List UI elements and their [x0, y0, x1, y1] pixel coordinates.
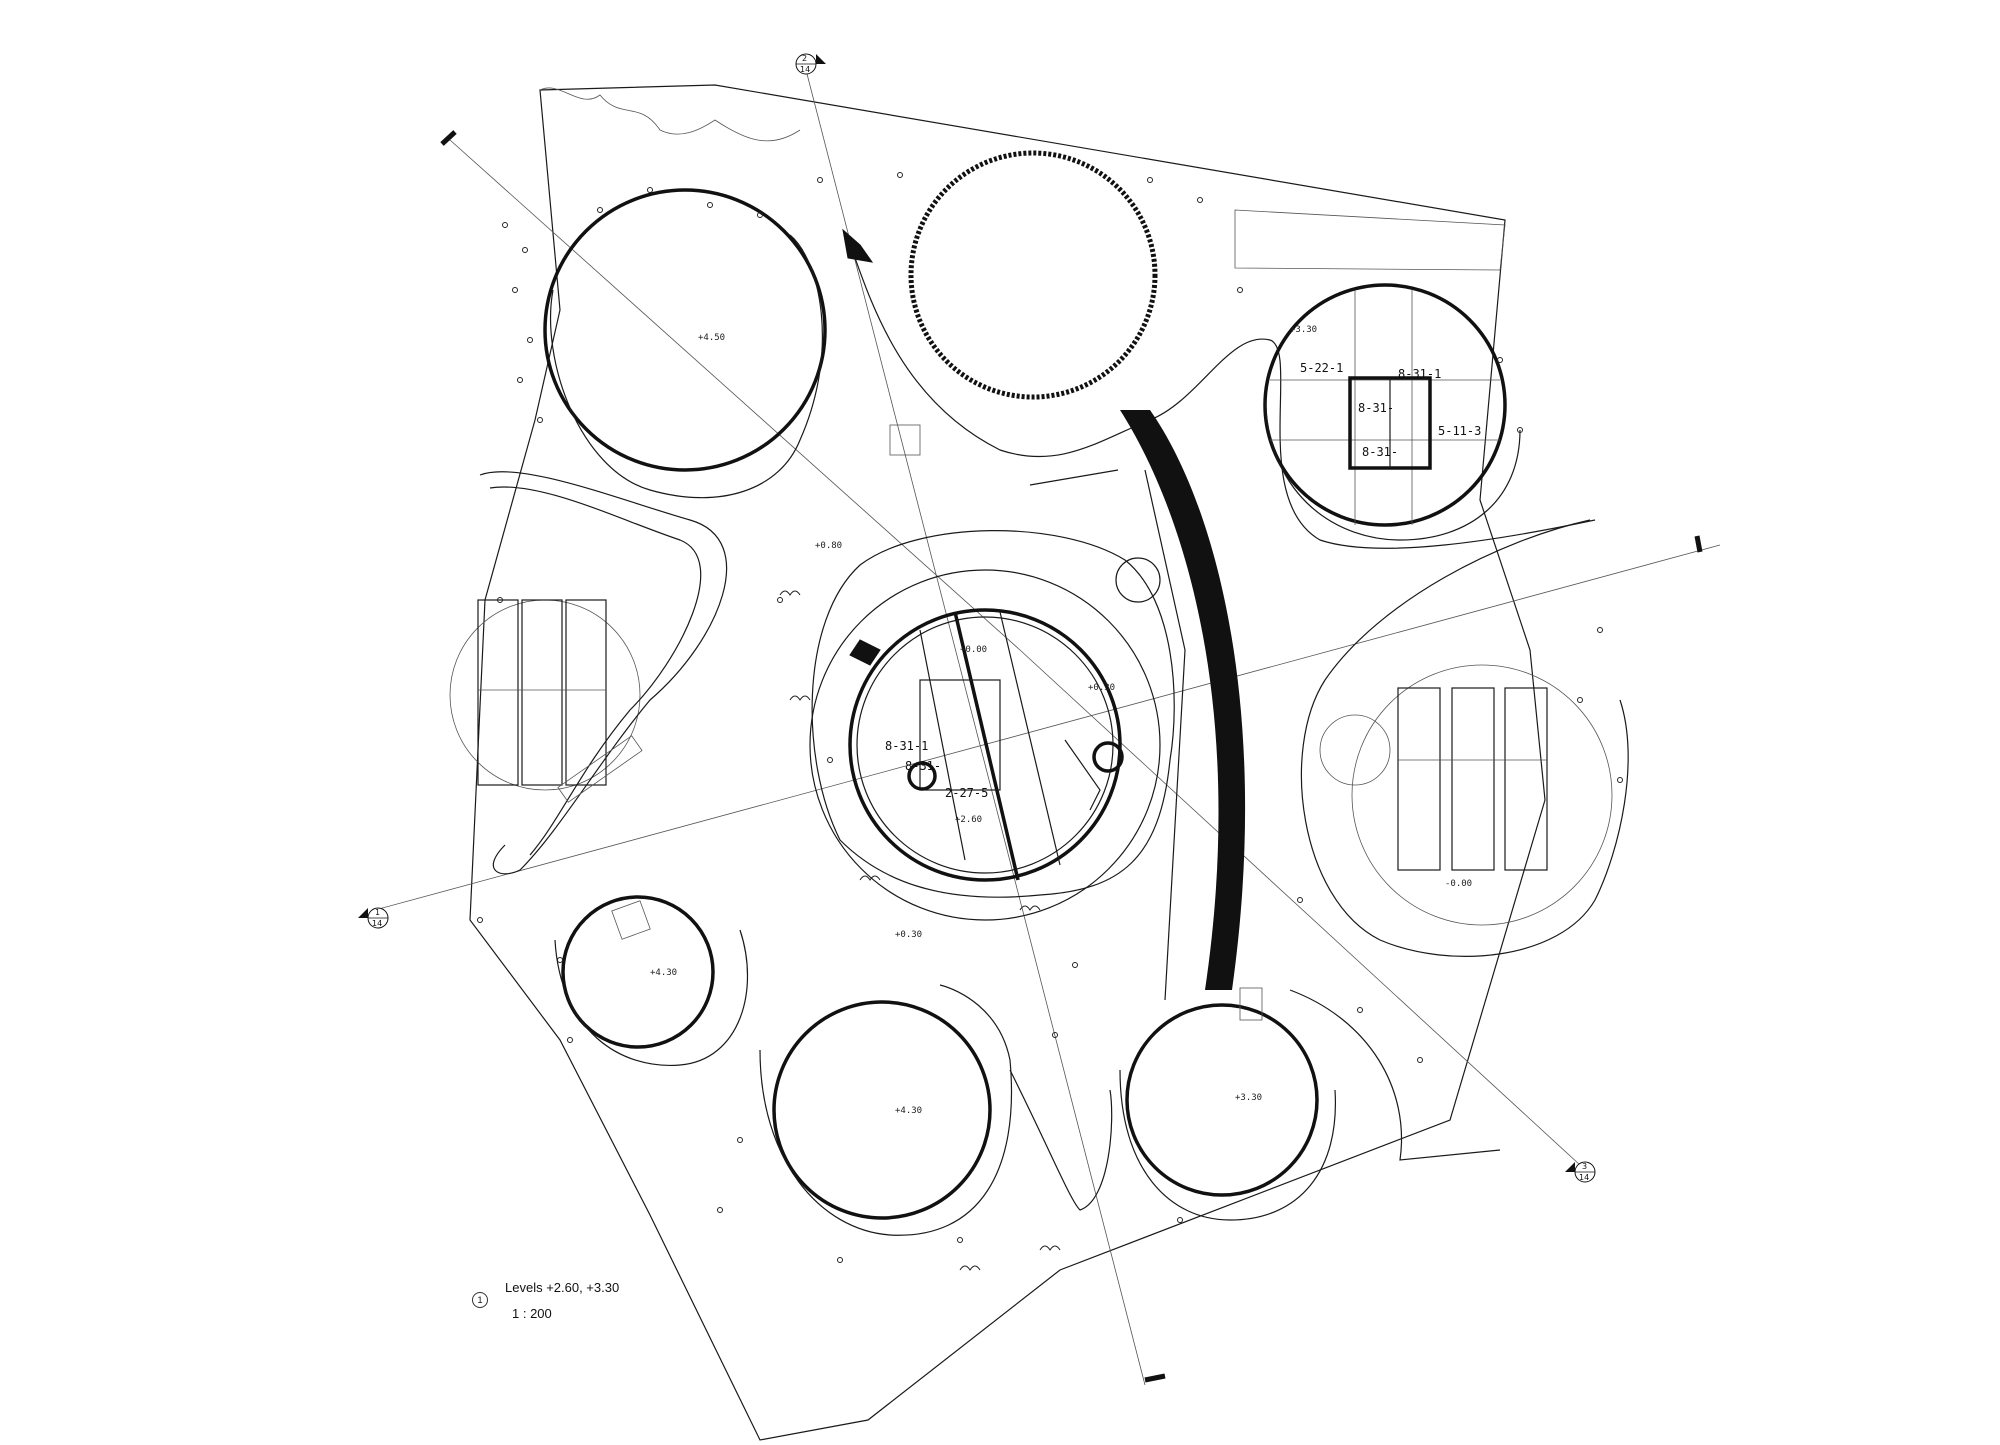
section-3-id: 3 [1582, 1162, 1587, 1171]
section-marker-3: 3 14 [1565, 1161, 1596, 1183]
section-lines [374, 69, 1721, 1386]
curved-bridge [1029, 410, 1246, 1001]
core-room-b: 8-31- [905, 759, 941, 773]
section-marker-1: 1 14 [358, 907, 389, 929]
north-garden [842, 150, 1596, 549]
core-room-a: 8-31-1 [885, 739, 928, 753]
legend-title: Levels +2.60, +3.30 [505, 1280, 620, 1295]
se-pavilion: +3.30 [1119, 987, 1501, 1221]
trees [477, 172, 1623, 1271]
section-2-id: 2 [802, 54, 807, 63]
core-level-south: +2.60 [955, 815, 982, 825]
south-pavilion-level: +4.30 [895, 1106, 922, 1116]
section-3-sheet: 14 [1579, 1173, 1589, 1182]
core-level-east: +0.30 [1088, 683, 1115, 693]
section-1-sheet: 14 [372, 919, 382, 928]
section-2-sheet: 14 [800, 65, 810, 74]
sw-pavilion-level: +4.30 [650, 968, 677, 978]
ne-room-b: 8-31-1 [1398, 367, 1441, 381]
ne-room-a: 5-22-1 [1300, 361, 1343, 375]
west-pavilion [449, 599, 641, 791]
west-ribbon [479, 471, 728, 875]
plaza-level-north: +0.80 [815, 541, 842, 551]
ne-room-d: 5-11-3 [1438, 424, 1481, 438]
ne-room-c: 8-31- [1358, 401, 1394, 415]
east-hall: -0.00 [1300, 519, 1629, 957]
central-core: 8-31-1 8-31- 2-27-5 +0.00 +0.30 +2.60 [809, 530, 1175, 921]
core-level-north: +0.00 [960, 645, 987, 655]
ne-pavilion-level: +3.30 [1290, 325, 1317, 335]
plaza-level-south: +0.30 [895, 930, 922, 940]
se-pavilion-level: +3.30 [1235, 1093, 1262, 1103]
nw-pavilion-level: +4.50 [698, 333, 725, 343]
section-1-id: 1 [375, 908, 380, 917]
section-marker-2: 2 14 [795, 53, 826, 75]
sw-pavilion: +4.30 [554, 895, 749, 1066]
core-room-c: 2-27-5 [945, 786, 988, 800]
site-boundary [469, 84, 1546, 1441]
legend-number: 1 [472, 1292, 488, 1308]
legend-scale: 1 : 200 [512, 1306, 552, 1321]
south-pavilion: +4.30 [759, 984, 1113, 1236]
nw-pavilion: +4.50 [543, 188, 827, 499]
east-hall-level: -0.00 [1445, 879, 1472, 889]
drawing-legend: 1 Levels +2.60, +3.30 1 : 200 [472, 1280, 732, 1350]
ne-pavilion: 5-22-1 8-31-1 8-31- 5-11-3 8-31- +3.30 [1263, 283, 1521, 541]
ne-room-e: 8-31- [1362, 445, 1398, 459]
